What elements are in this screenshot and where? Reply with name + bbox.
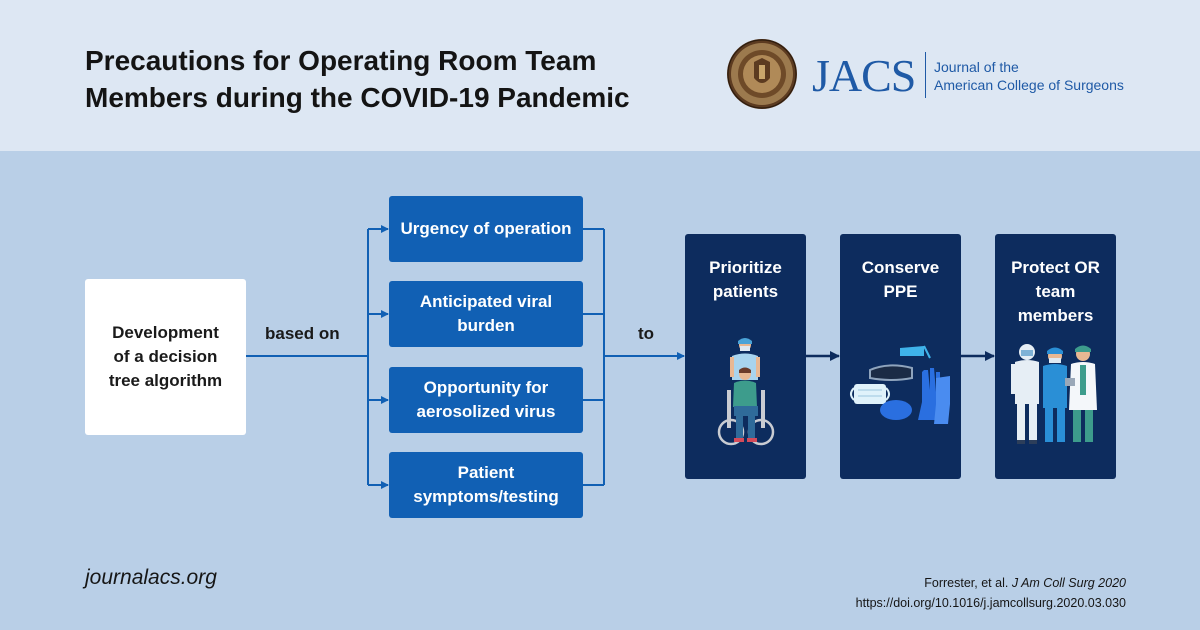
decision-tree-line-2: of a decision	[113, 347, 218, 366]
page-title: Precautions for Operating Room Team Memb…	[85, 42, 685, 116]
factor-symptoms-line-1: Patient	[457, 463, 515, 482]
outcome-protect-line-1: Protect OR	[1011, 258, 1100, 277]
logo-subtitle: Journal of the American College of Surge…	[934, 58, 1124, 94]
outcome-conserve-line-2: PPE	[883, 282, 918, 301]
factor-aerosol-line-2: aerosolized virus	[416, 402, 556, 421]
outcome-prioritize-box: Prioritize patients	[685, 234, 806, 479]
based-on-label: based on	[265, 324, 340, 343]
outcome-prioritize-line-2: patients	[712, 282, 779, 301]
outcome-protect-line-2: team	[1035, 282, 1076, 301]
outcome-prioritize-line-1: Prioritize	[709, 258, 782, 277]
factor-aerosol-line-1: Opportunity for	[423, 378, 549, 397]
logo-subtitle-line-2: American College of Surgeons	[934, 77, 1124, 93]
factor-symptoms-line-2: symptoms/testing	[413, 487, 559, 506]
citation-doi[interactable]: https://doi.org/10.1016/j.jamcollsurg.20…	[855, 596, 1126, 610]
factor-symptoms-box: Patient symptoms/testing	[389, 452, 583, 518]
college-seal-icon	[727, 39, 797, 109]
factor-aerosol-box: Opportunity for aerosolized virus	[389, 367, 583, 433]
factor-viral-burden-line-2: burden	[457, 316, 515, 335]
decision-tree-line-3: tree algorithm	[108, 371, 223, 390]
citation-authors: Forrester, et al.	[924, 576, 1009, 590]
citation-journal: J Am Coll Surg 2020	[1011, 576, 1126, 590]
title-line-1: Precautions for Operating Room Team	[85, 45, 597, 76]
decision-tree-line-1: Development	[112, 323, 219, 342]
citation-line: Forrester, et al. J Am Coll Surg 2020	[856, 573, 1126, 593]
logo-divider	[925, 52, 926, 98]
outcome-protect-line-3: members	[1017, 306, 1094, 325]
header-banner: Precautions for Operating Room Team Memb…	[0, 0, 1200, 151]
factor-viral-burden-box: Anticipated viral burden	[389, 281, 583, 347]
logo-subtitle-line-1: Journal of the	[934, 59, 1019, 75]
wheelchair-patient-icon	[717, 338, 775, 446]
to-label: to	[638, 324, 655, 343]
factor-urgency-box: Urgency of operation	[389, 196, 583, 262]
surgical-team-icon	[1011, 344, 1097, 444]
title-line-2: Members during the COVID-19 Pandemic	[85, 82, 630, 113]
website-link[interactable]: journalacs.org	[85, 566, 217, 589]
outcome-conserve-box: Conserve PPE	[840, 234, 961, 479]
jacs-logo-wordmark: JACS	[812, 50, 916, 101]
outcome-protect-box: Protect OR team members	[995, 234, 1116, 479]
decision-tree-box: Development of a decision tree algorithm	[85, 279, 246, 435]
outcome-conserve-line-1: Conserve	[861, 258, 940, 277]
ppe-supplies-icon	[850, 345, 950, 424]
factor-viral-burden-line-1: Anticipated viral	[419, 292, 553, 311]
factor-urgency-line-1: Urgency of operation	[400, 219, 572, 238]
citation-block: Forrester, et al. J Am Coll Surg 2020 ht…	[856, 573, 1126, 613]
